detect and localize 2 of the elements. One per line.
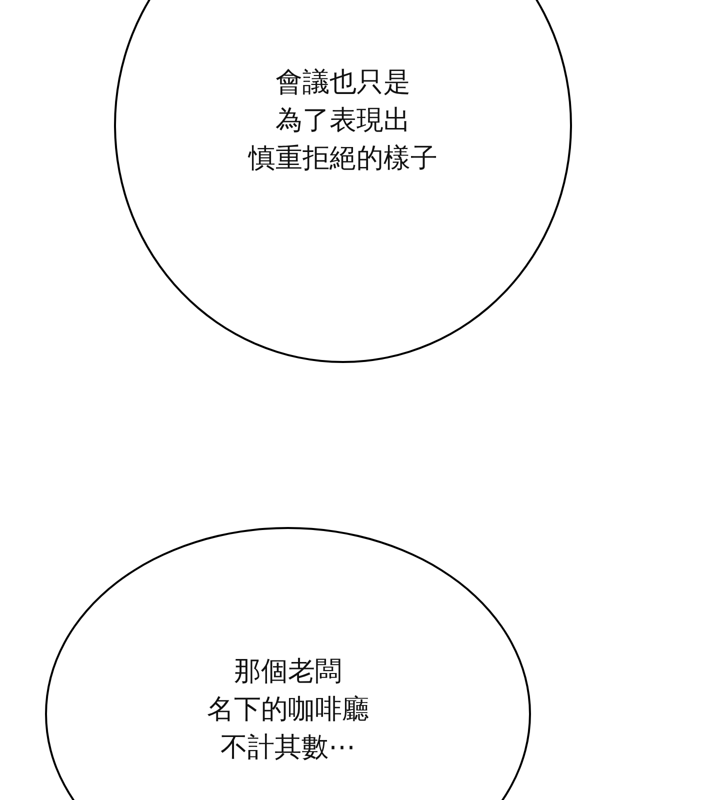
dialogue-text: 會議也只是為了表現出慎重拒絕的樣子 bbox=[248, 66, 438, 176]
dialogue-text: 那個老闆名下的咖啡廳不計其數⋯ bbox=[207, 655, 369, 765]
